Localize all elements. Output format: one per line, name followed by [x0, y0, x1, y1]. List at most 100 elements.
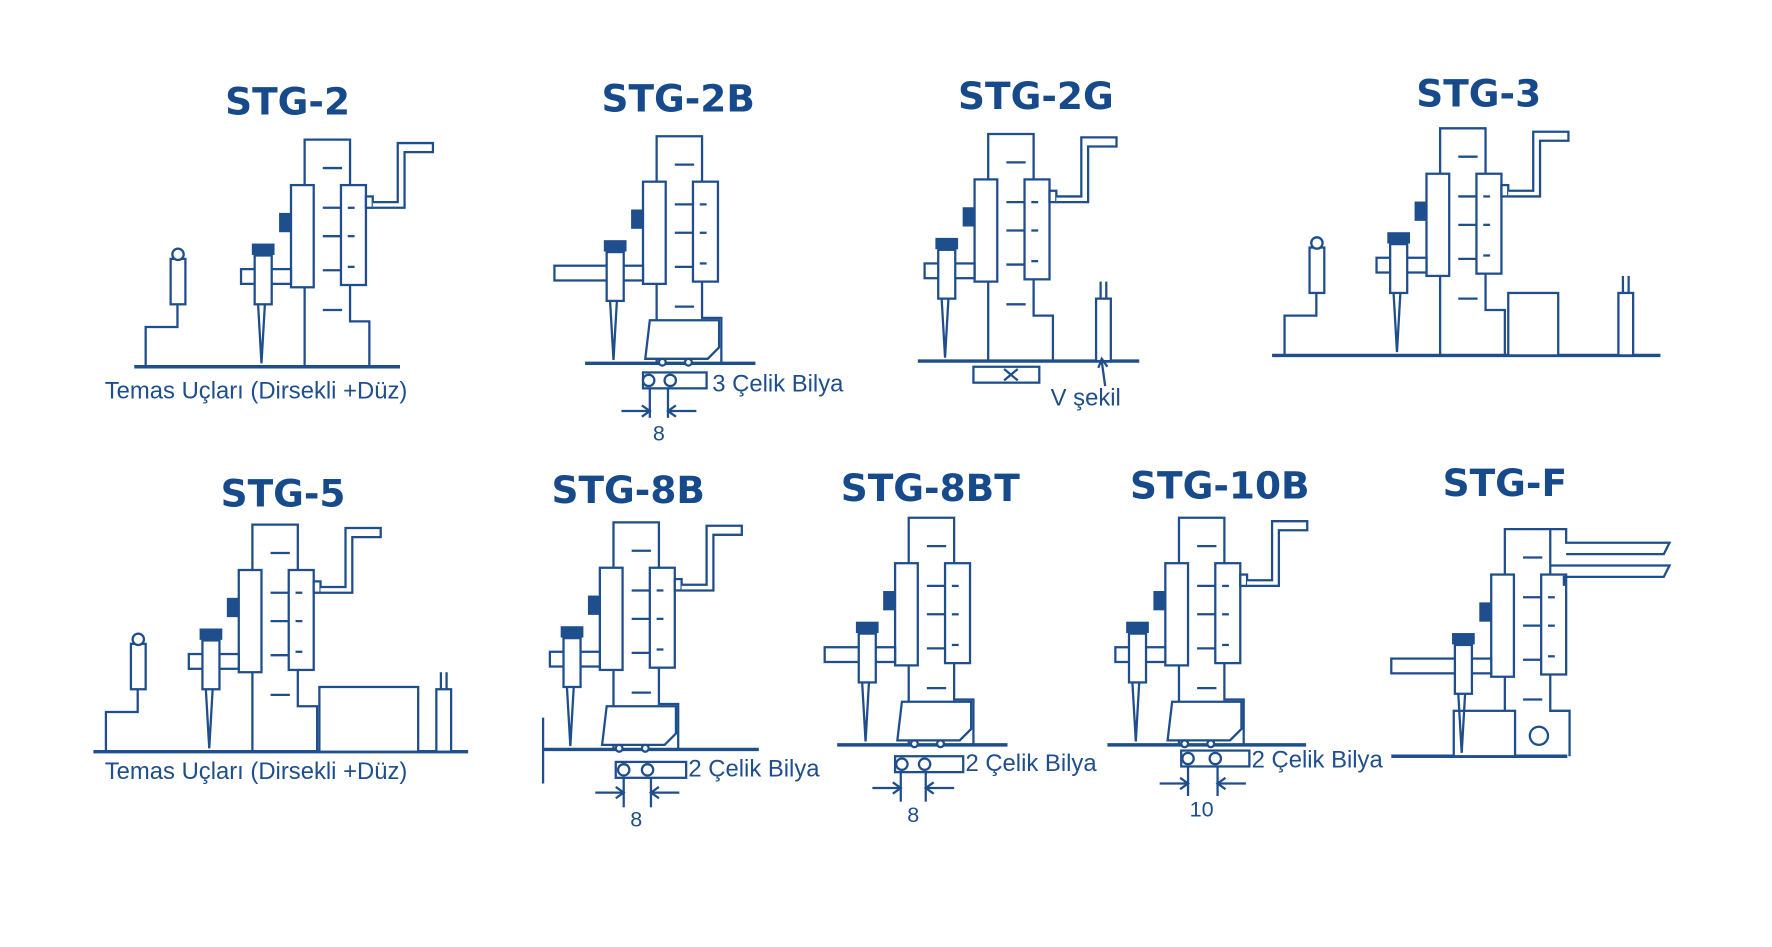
caption-stg-8bt: 2 Çelik Bilya — [965, 750, 1097, 777]
dimension-arrow-left — [648, 785, 680, 800]
probe-body — [1127, 632, 1148, 684]
steel-ball — [935, 739, 946, 749]
steel-ball — [640, 743, 650, 753]
probe-body — [201, 639, 221, 691]
dimension-stg-10b: 10 — [1190, 796, 1214, 821]
probe-body — [1453, 643, 1474, 695]
post — [1617, 291, 1635, 357]
elbow-probe-body — [129, 642, 147, 691]
probe-arm — [553, 264, 645, 282]
probe-body — [562, 637, 582, 689]
dimension-stg-8bt: 8 — [907, 802, 919, 827]
dimension-arrow-left — [1215, 776, 1246, 791]
probe-knurled-cap — [935, 237, 959, 250]
probe-body — [253, 254, 273, 306]
probe-knurled-cap — [603, 240, 627, 252]
steel-ball-detail — [872, 755, 965, 802]
caption-stg-10b: 2 Çelik Bilya — [1252, 747, 1384, 774]
probe-knurled-cap — [1126, 621, 1149, 634]
lock-knob-icon — [1153, 591, 1165, 611]
elbow-probe-ball — [171, 247, 185, 262]
dimension-arrow-right — [872, 781, 903, 795]
caption-stg-2b: 3 Çelik Bilya — [712, 371, 844, 398]
steel-ball — [657, 357, 667, 367]
main-slider — [893, 562, 919, 667]
steel-ball-detail — [621, 371, 708, 418]
post — [435, 688, 453, 753]
lock-knob-icon — [279, 212, 291, 233]
caption-stg-8b: 2 Çelik Bilya — [688, 756, 820, 783]
steel-ball — [616, 763, 631, 777]
probe-body — [937, 248, 957, 300]
title-stg-5: STG-5 — [221, 471, 346, 515]
post — [1094, 297, 1112, 363]
crank-hub — [1048, 189, 1058, 204]
v-shape-detail — [972, 356, 1109, 387]
main-slider — [237, 568, 263, 674]
elbow-probe-ball — [131, 632, 146, 647]
crank-handle — [372, 141, 435, 209]
probe-needle — [1131, 682, 1141, 742]
steel-ball — [909, 739, 919, 749]
steel-ball — [917, 757, 932, 771]
title-stg-10b: STG-10B — [1130, 463, 1310, 507]
title-stg-3: STG-3 — [1416, 72, 1541, 116]
crank-handle — [1056, 136, 1118, 204]
gauge-stg-2b — [553, 135, 756, 367]
main-slider — [1425, 172, 1451, 278]
title-stg-2: STG-2 — [225, 80, 350, 124]
probe-knurled-cap — [199, 628, 223, 640]
v-mark — [1003, 368, 1019, 382]
dimension-arrow-left — [666, 404, 697, 418]
gauge-stg-5 — [93, 523, 469, 754]
probe-body — [1389, 242, 1409, 295]
dimension-arrow-right — [595, 785, 626, 800]
gauge-stg-8bt — [823, 516, 1008, 749]
probe-knurled-cap — [1387, 232, 1411, 244]
steel-ball — [1206, 739, 1216, 749]
dimension-stg-2b: 8 — [653, 421, 665, 446]
foot-block — [1166, 700, 1243, 742]
crank-handle — [1508, 130, 1570, 198]
steel-ball — [1181, 751, 1195, 766]
probe-needle — [204, 689, 214, 749]
crank-handle — [681, 524, 743, 592]
crank-hub — [1239, 573, 1249, 588]
crank-handle — [320, 526, 382, 594]
reference-block — [1507, 291, 1560, 357]
dimension-stg-8b: 8 — [630, 807, 642, 832]
elbow-probe-body — [169, 257, 187, 306]
dimension-arrow-right — [621, 404, 652, 418]
elbow-probe-body — [1308, 246, 1326, 295]
scale-slider — [1475, 172, 1503, 275]
main-slider — [973, 178, 999, 283]
steel-ball — [895, 757, 909, 771]
scale-slider — [1023, 178, 1051, 281]
lock-knob-icon — [226, 597, 239, 618]
probe-needle — [256, 304, 267, 364]
caption-stg-2g: V şekil — [1051, 384, 1121, 411]
probe-needle — [861, 682, 871, 742]
probe-needle — [940, 298, 950, 358]
dimension-arrow-left — [923, 781, 955, 795]
title-stg-2g: STG-2G — [958, 74, 1114, 118]
probe-body — [857, 632, 877, 684]
elbow-probe-shank — [144, 304, 179, 367]
scale-slider — [1540, 573, 1568, 676]
v-block — [972, 365, 1041, 384]
probe-body — [605, 250, 625, 303]
probe-knurled-cap — [1452, 633, 1475, 645]
main-slider — [1490, 573, 1516, 678]
crank-hub — [1500, 183, 1510, 198]
reference-block — [318, 685, 420, 753]
probe-knurled-cap — [251, 243, 275, 255]
caption-stg-5: Temas Uçları (Dirsekli +Düz) — [105, 758, 408, 785]
main-slider — [641, 180, 667, 286]
crank-hub — [364, 195, 374, 209]
lock-knob-icon — [587, 595, 600, 615]
dimension-arrow-right — [1159, 776, 1190, 791]
v-pointer-arrow — [1097, 356, 1109, 387]
foot-block — [643, 319, 721, 360]
